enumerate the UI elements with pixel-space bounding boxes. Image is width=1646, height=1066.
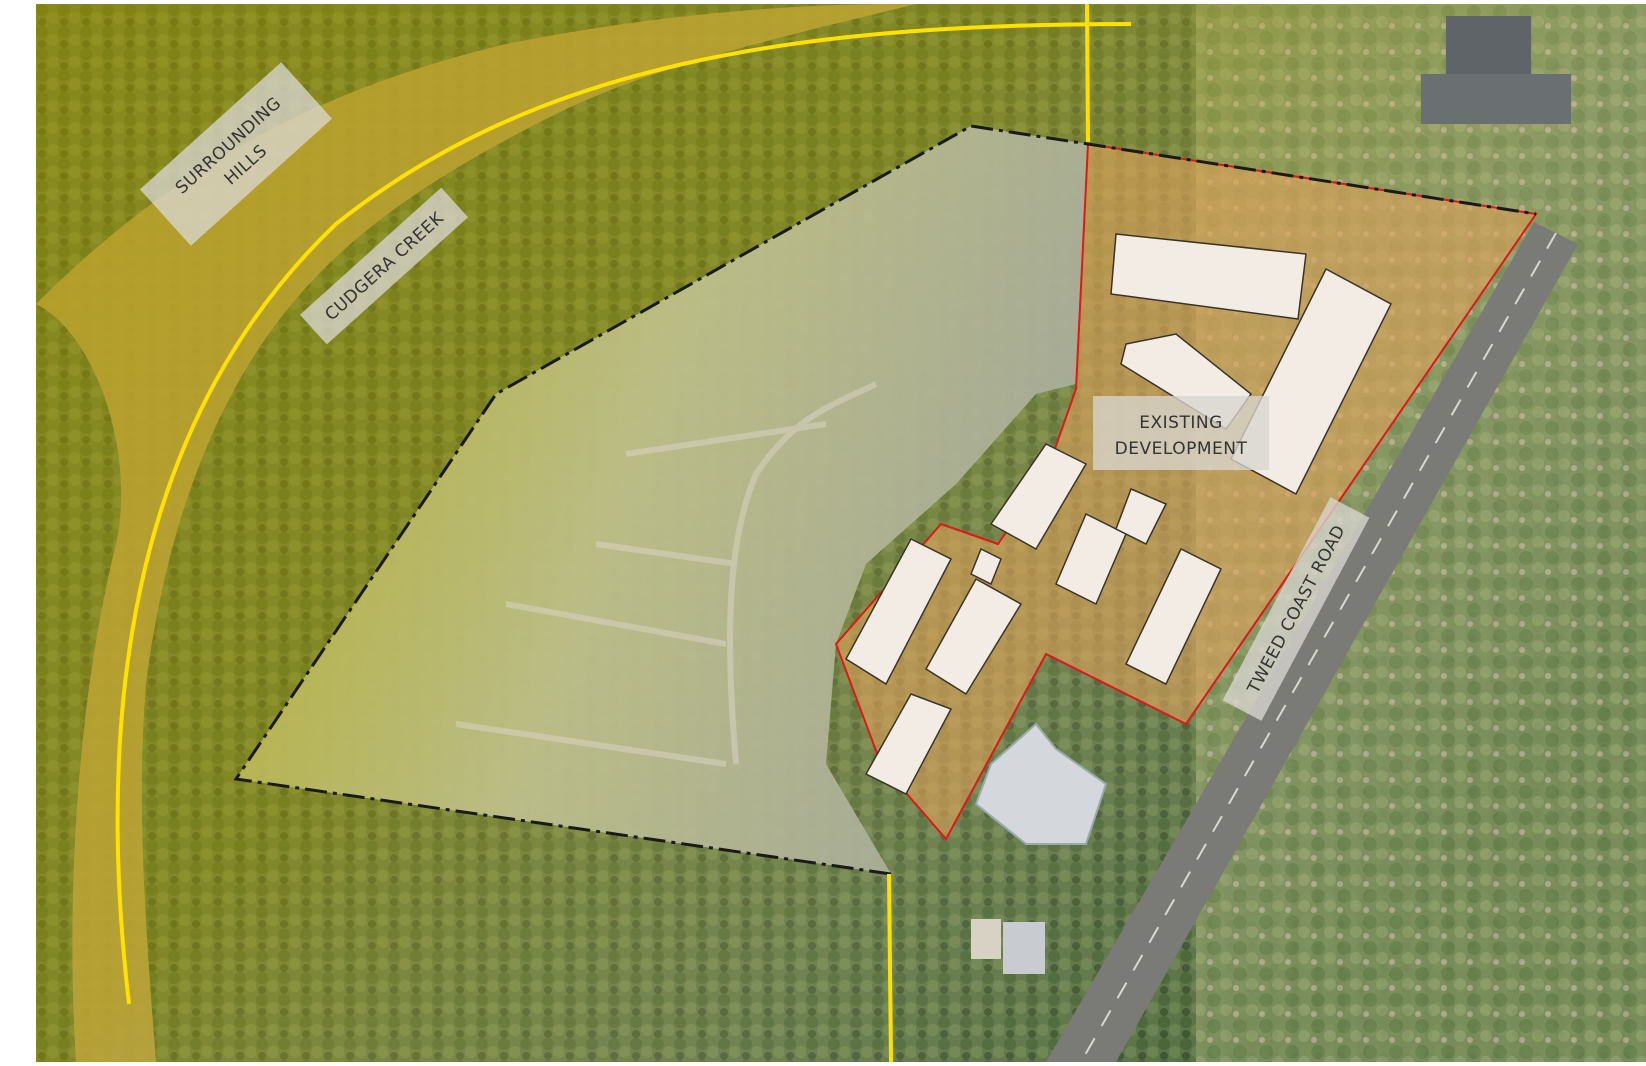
label-existing-development-line1: EXISTING — [1139, 413, 1222, 433]
cleared-site-area — [236, 126, 1088, 874]
neighbouring-buildings — [971, 16, 1571, 974]
site-boundary-line — [233, 124, 1537, 876]
yellow-vertical-south — [887, 873, 893, 1062]
yellow-arc-boundary — [115, 22, 1132, 1005]
building-northeast — [1230, 267, 1392, 496]
label-existing-development-line2: DEVELOPMENT — [1115, 439, 1248, 459]
aerial-site-plan: SURROUNDING HILLS CUDGERA CREEK EXISTING… — [36, 4, 1646, 1062]
building-mid-square — [1115, 488, 1168, 546]
building-mid-west — [989, 443, 1088, 551]
site-tracks — [455, 381, 878, 767]
building-southeast — [1125, 547, 1222, 686]
building-south-2 — [864, 693, 953, 795]
yellow-vertical-north — [1085, 4, 1090, 143]
building-north — [1110, 233, 1307, 320]
building-mid — [1055, 512, 1127, 606]
building-west-long — [845, 538, 953, 686]
building-south-1 — [924, 577, 1023, 696]
label-existing-development: EXISTING DEVELOPMENT — [1093, 396, 1269, 470]
tweed-coast-road — [1046, 222, 1578, 1062]
building-west-small — [970, 547, 1002, 586]
